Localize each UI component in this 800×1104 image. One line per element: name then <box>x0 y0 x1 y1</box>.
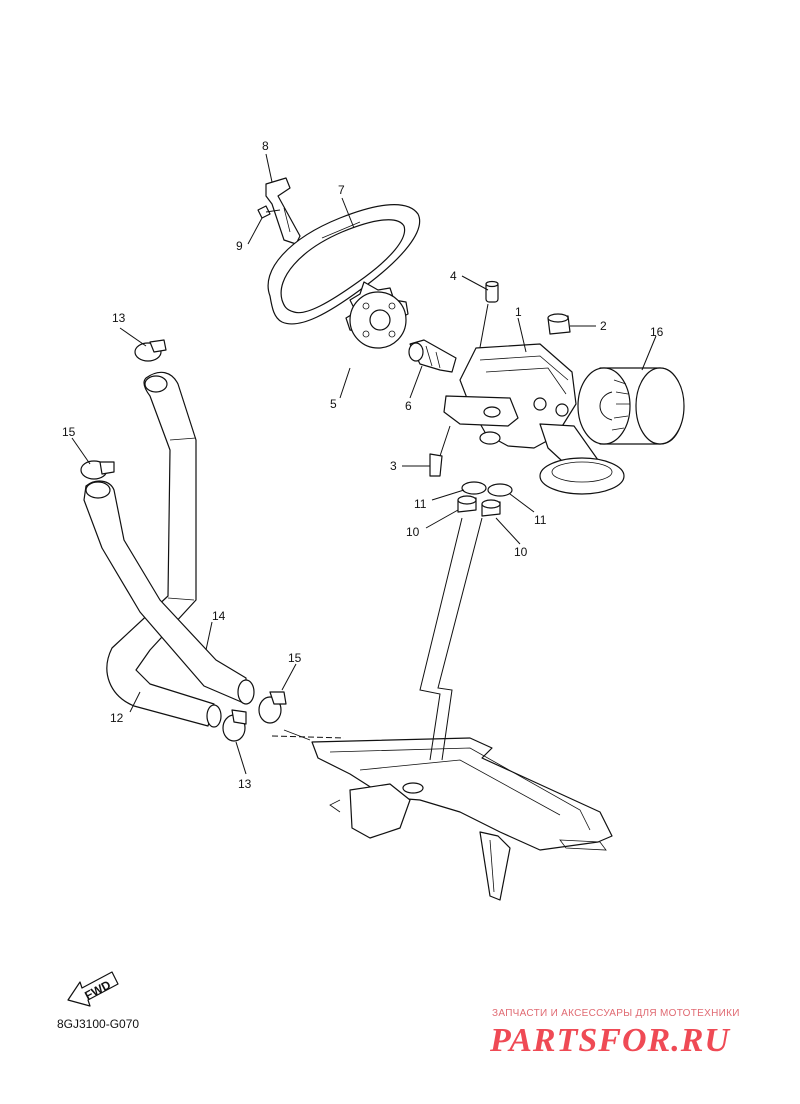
leader-lines <box>71 153 657 775</box>
callout-7: 7 <box>338 183 345 197</box>
callout-4: 4 <box>450 269 457 283</box>
oil-pan-strainer <box>311 737 613 901</box>
o-ring-11-right <box>487 483 513 497</box>
callout-5: 5 <box>330 397 337 411</box>
pickup-pipe <box>271 517 483 761</box>
collar-2 <box>547 313 571 335</box>
forward-arrow-icon: FWD <box>67 971 119 1007</box>
bolt-9 <box>257 205 281 219</box>
o-ring-11-left <box>461 481 487 495</box>
callout-1: 1 <box>515 305 522 319</box>
callout-16: 16 <box>650 325 664 339</box>
collar-10-left <box>457 495 477 513</box>
callout-2: 2 <box>600 319 607 333</box>
hose-12 <box>106 371 222 728</box>
callout-11-right: 11 <box>534 513 547 527</box>
watermark-tagline: ЗАПЧАСТИ И АКСЕССУАРЫ ДЛЯ МОТОТЕХНИКИ <box>492 1008 740 1019</box>
diagram-code: 8GJ3100-G070 <box>57 1017 140 1031</box>
pump-shaft-6 <box>408 339 457 373</box>
callout-13-bottom: 13 <box>238 777 252 791</box>
drive-chain-7 <box>267 204 421 325</box>
hose-14 <box>83 480 255 705</box>
callout-3: 3 <box>390 459 397 473</box>
hose-clamp-13-top <box>134 339 167 362</box>
callout-15-left: 15 <box>62 425 76 439</box>
callout-14: 14 <box>212 609 226 623</box>
oil-pump-1 <box>443 343 625 495</box>
oil-filter-16 <box>577 367 685 445</box>
chain-guide-8 <box>265 177 301 245</box>
callout-11-left: 11 <box>414 497 427 511</box>
hose-clamp-15-left <box>80 460 115 480</box>
callout-10-right: 10 <box>514 545 528 559</box>
callout-13-top: 13 <box>112 311 126 325</box>
bolt-3 <box>429 425 451 477</box>
callout-9: 9 <box>236 239 243 253</box>
sprocket-5 <box>345 281 409 349</box>
callout-12: 12 <box>110 711 124 725</box>
watermark-logo[interactable]: PARTSFOR.RU <box>490 1022 730 1059</box>
callout-6: 6 <box>405 399 412 413</box>
callout-15-right: 15 <box>288 651 302 665</box>
collar-10-right <box>481 499 501 517</box>
hose-clamp-13-bottom <box>222 709 247 742</box>
callout-labels: 1 2 3 4 5 6 7 8 9 10 10 11 11 12 13 13 1… <box>62 139 664 791</box>
callout-10-left: 10 <box>406 525 420 539</box>
callout-8: 8 <box>262 139 269 153</box>
hose-clamp-15-right <box>258 691 287 724</box>
